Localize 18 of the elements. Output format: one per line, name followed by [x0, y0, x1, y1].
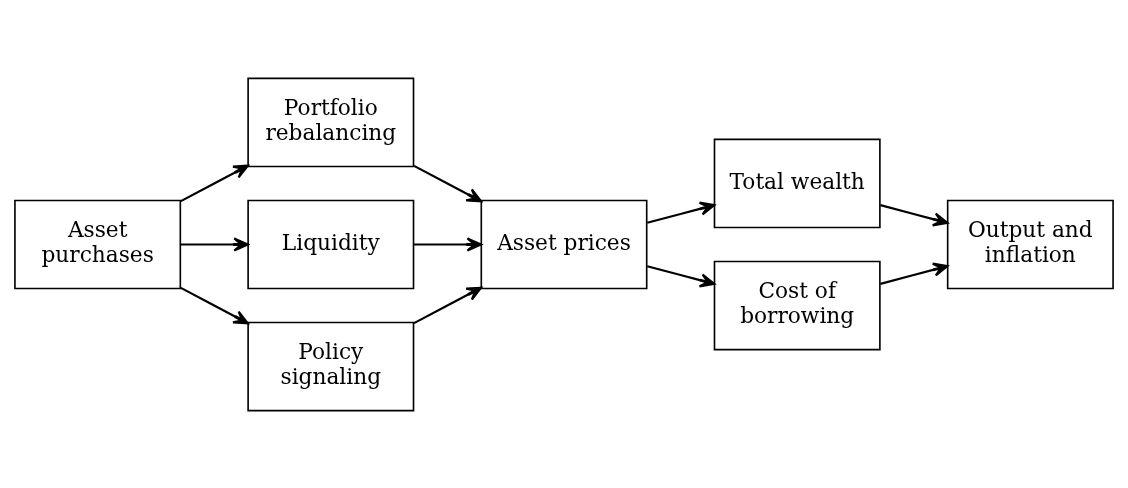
node-box: Policy signaling — [247, 321, 415, 411]
node-box: Cost of borrowing — [713, 260, 881, 350]
node-box: Output and inflation — [946, 199, 1114, 289]
node-box: Total wealth — [713, 138, 881, 228]
arrow — [180, 164, 249, 202]
arrow — [413, 286, 483, 324]
node-box: Portfolio rebalancing — [247, 77, 415, 167]
arrow — [413, 164, 483, 202]
node-box: Liquidity — [247, 199, 415, 289]
arrow — [180, 286, 249, 324]
arrow — [880, 262, 949, 285]
arrow — [880, 203, 949, 226]
node-box: Asset purchases — [14, 199, 182, 289]
arrow — [414, 236, 483, 252]
arrow — [647, 264, 716, 287]
arrow — [647, 201, 716, 224]
arrow — [180, 236, 249, 252]
node-box: Asset prices — [480, 199, 648, 289]
